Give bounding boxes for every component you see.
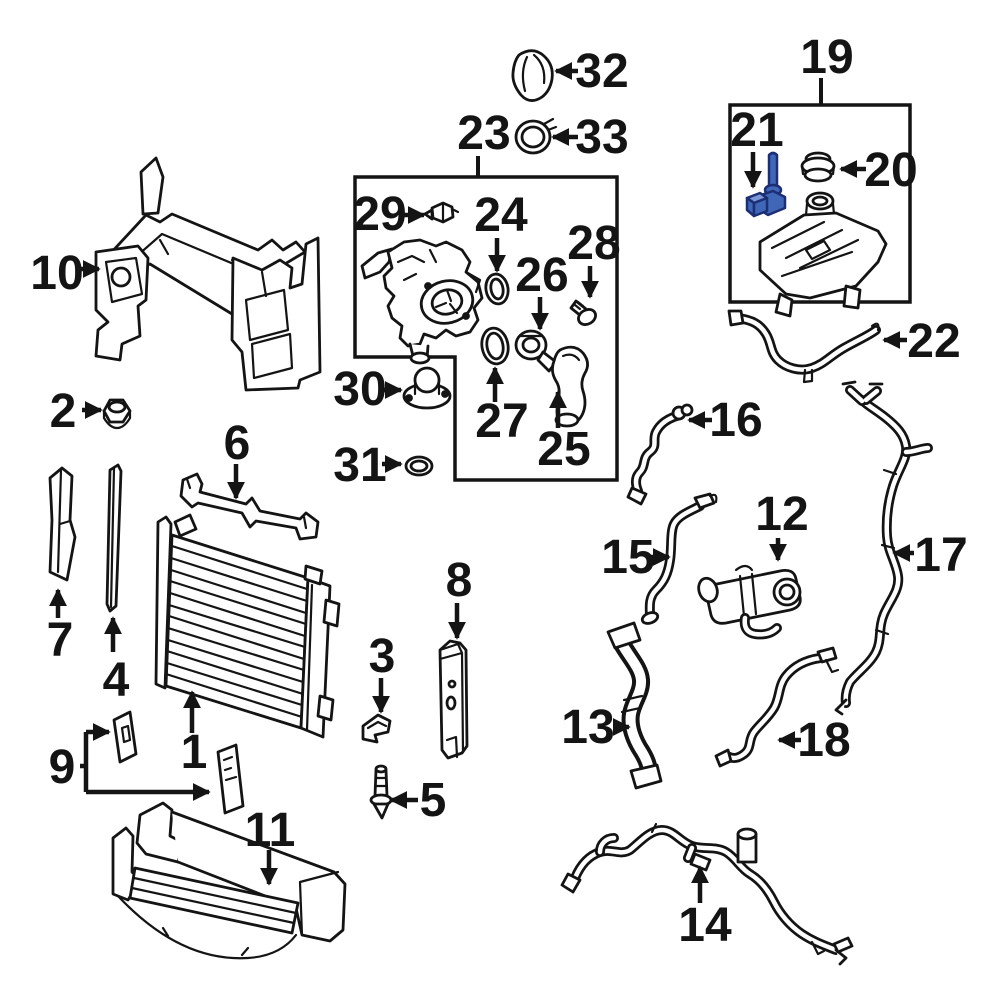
part-label-23: 23 bbox=[457, 107, 510, 160]
part-12-aux-pump-drawing bbox=[697, 564, 802, 640]
part-7-deflector-drawing bbox=[48, 466, 77, 582]
part-27-gasket-drawing bbox=[480, 326, 510, 366]
part-label-1: 1 bbox=[181, 726, 208, 779]
part-label-30: 30 bbox=[333, 363, 386, 416]
part-label-14: 14 bbox=[678, 899, 732, 952]
part-14-hose-assembly-drawing bbox=[560, 822, 854, 966]
part-17-pipe-drawing bbox=[834, 380, 933, 716]
part-label-32: 32 bbox=[575, 45, 628, 98]
part-1-radiator-drawing bbox=[154, 513, 341, 739]
part-29-sensor-drawing bbox=[423, 201, 460, 224]
part-label-16: 16 bbox=[709, 394, 762, 447]
part-label-2: 2 bbox=[50, 385, 77, 438]
part-label-22: 22 bbox=[907, 315, 960, 368]
part-label-8: 8 bbox=[446, 554, 473, 607]
part-label-19: 19 bbox=[800, 31, 853, 84]
part-label-27: 27 bbox=[475, 395, 528, 448]
part-label-33: 33 bbox=[575, 111, 628, 164]
part-label-17: 17 bbox=[914, 529, 967, 582]
part-label-18: 18 bbox=[797, 714, 850, 767]
part-5-drain-plug-drawing bbox=[369, 764, 393, 820]
part-18-hose-drawing bbox=[714, 646, 840, 768]
part-10-support-panel-drawing bbox=[94, 156, 322, 392]
part-4-seal-strip-drawing bbox=[105, 463, 123, 613]
part-16-hose-drawing bbox=[626, 403, 694, 506]
bracket-for-part-9 bbox=[80, 732, 89, 792]
part-28-bolt-drawing bbox=[569, 299, 597, 326]
callout-arrows bbox=[49, 62, 914, 903]
part-label-25: 25 bbox=[537, 423, 590, 476]
coolant-tank-drawing bbox=[758, 191, 888, 318]
part-11-lower-deflector-drawing bbox=[111, 801, 347, 960]
part-label-11: 11 bbox=[245, 804, 296, 857]
thermostat-housing-drawing bbox=[360, 238, 484, 365]
part-2-nut-drawing bbox=[102, 398, 132, 430]
part-label-3: 3 bbox=[369, 630, 396, 683]
part-22-hose-drawing bbox=[727, 309, 881, 384]
part-label-13: 13 bbox=[561, 701, 614, 754]
part-label-6: 6 bbox=[224, 417, 251, 470]
part-label-4: 4 bbox=[103, 654, 130, 707]
part-3-clip-drawing bbox=[361, 713, 392, 744]
part-label-15: 15 bbox=[601, 531, 654, 584]
part-label-7: 7 bbox=[47, 614, 74, 667]
part-label-24: 24 bbox=[474, 189, 528, 242]
part-label-12: 12 bbox=[755, 488, 808, 541]
part-8-side-bracket-drawing bbox=[438, 639, 469, 760]
part-label-29: 29 bbox=[353, 188, 406, 241]
part-21-sensor-highlighted bbox=[745, 151, 787, 218]
part-9-clips-drawing bbox=[112, 710, 245, 815]
part-label-9: 9 bbox=[49, 741, 76, 794]
part-6-upper-bracket-drawing bbox=[179, 472, 320, 541]
part-13-hose-drawing bbox=[606, 621, 663, 790]
part-30-housing-cover-drawing bbox=[402, 366, 452, 410]
part-32-cap-drawing bbox=[511, 49, 554, 102]
part-label-21: 21 bbox=[730, 104, 783, 157]
part-label-20: 20 bbox=[864, 144, 917, 197]
part-label-31: 31 bbox=[333, 439, 386, 492]
part-label-10: 10 bbox=[30, 247, 83, 300]
part-label-5: 5 bbox=[420, 774, 447, 827]
part-33-hose-clamp-drawing bbox=[514, 117, 558, 155]
part-31-seal-drawing bbox=[404, 455, 434, 477]
part-label-26: 26 bbox=[515, 249, 568, 302]
part-label-28: 28 bbox=[567, 217, 620, 270]
callout-labels: 1 2 3 4 5 6 7 8 9 10 11 12 13 14 15 16 1… bbox=[30, 31, 967, 952]
part-20-tank-cap-drawing bbox=[800, 151, 836, 183]
part-24-oring-drawing bbox=[484, 272, 510, 306]
